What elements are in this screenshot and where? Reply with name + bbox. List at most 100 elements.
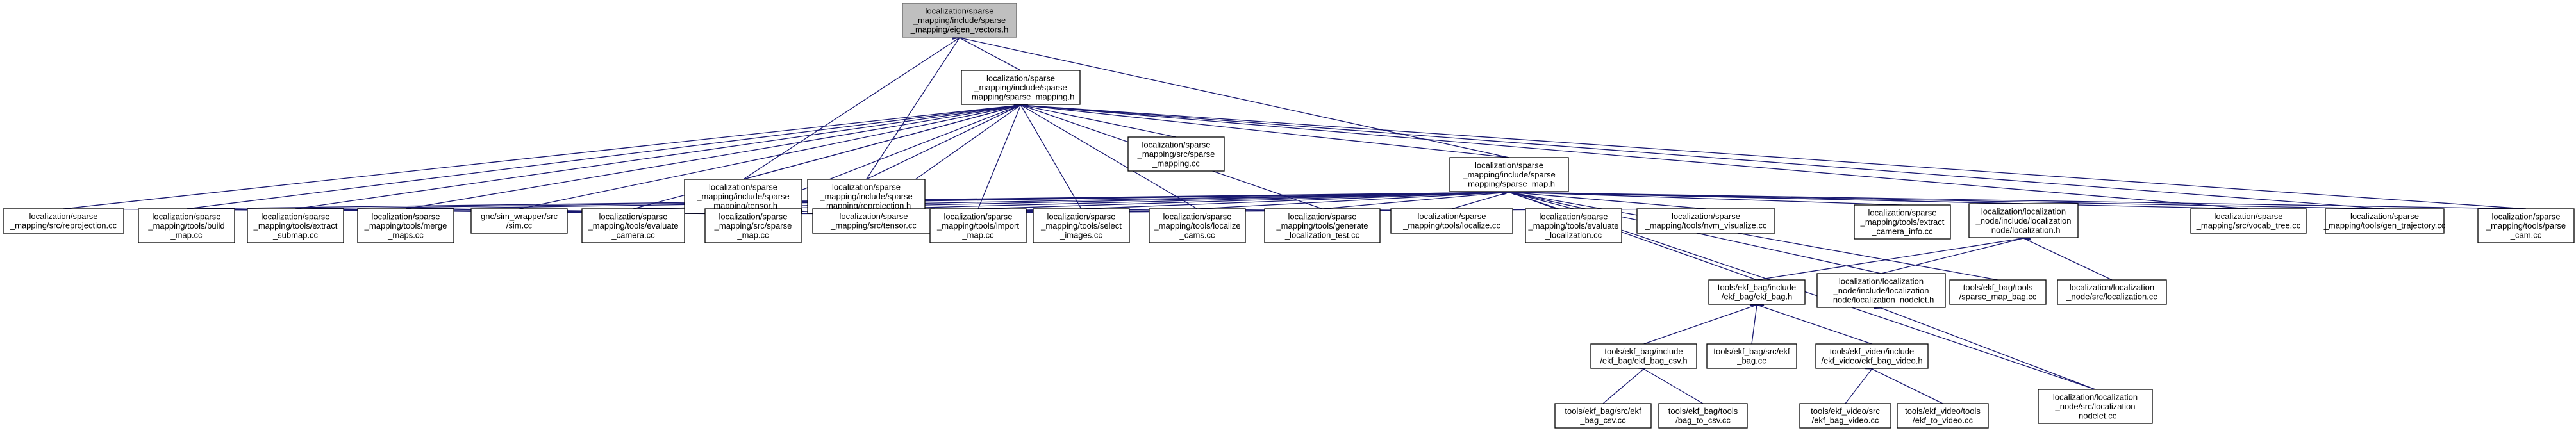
- node-label-line: _mapping/include/sparse: [819, 192, 913, 201]
- file-node-reproj-cc[interactable]: localization/sparse_mapping/src/reprojec…: [3, 208, 124, 234]
- file-node-bag-video-h[interactable]: tools/ekf_video/include/ekf_video/ekf_ba…: [1815, 343, 1929, 369]
- node-label-line: tools/ekf_bag/include: [1604, 347, 1683, 356]
- edge-loc-cams-to-sm-h: [1013, 99, 1198, 209]
- file-node-smap-cc[interactable]: localization/sparse_mapping/src/sparse_m…: [704, 208, 802, 243]
- file-node-eval-loc[interactable]: localization/sparse_mapping/tools/evalua…: [1525, 208, 1622, 243]
- node-label-line: localization/sparse: [926, 6, 994, 15]
- dependency-edge: [2016, 232, 2113, 281]
- node-label-line: _cam.cc: [2510, 230, 2542, 240]
- file-node-sim[interactable]: gnc/sim_wrapper/src/sim.cc: [470, 208, 568, 234]
- node-label-line: _map.cc: [170, 230, 203, 240]
- node-label-line: _bag.cc: [1736, 356, 1766, 366]
- node-label-line: localization/sparse: [1475, 160, 1543, 170]
- edge-extract-sub-to-sm-h: [295, 101, 1028, 209]
- file-node-merge-maps[interactable]: localization/sparse_mapping/tools/merge_…: [357, 208, 454, 243]
- node-label-line: _mapping/src/sparse: [714, 221, 792, 231]
- edge-ekf-bag-h-to-loc-h: [1756, 234, 2031, 281]
- edge-sm-h-to-eigen: [952, 31, 1021, 71]
- node-label-line: tools/ekf_bag/tools: [1963, 282, 2033, 292]
- node-label-line: /sparse_map_bag.cc: [1959, 292, 2037, 302]
- file-node-sm-h[interactable]: localization/sparse_mapping/include/spar…: [961, 70, 1081, 105]
- dependency-edge: [1874, 302, 2096, 390]
- file-node-reproj-h[interactable]: localization/sparse_mapping/include/spar…: [807, 179, 926, 214]
- node-label-line: _cams.cc: [1179, 230, 1215, 240]
- edge-select-img-to-smap-h: [1081, 188, 1517, 209]
- file-node-smcc[interactable]: localization/sparse_mapping/src/sparse_m…: [1127, 136, 1225, 172]
- node-label-line: _mapping/tools/gen_trajectory.cc: [2323, 221, 2446, 231]
- file-node-bag-csv-h[interactable]: tools/ekf_bag/include/ekf_bag/ekf_bag_cs…: [1590, 343, 1697, 369]
- file-node-nodelet-h[interactable]: localization/localization_node/include/l…: [1816, 273, 1946, 308]
- file-node-tensor-cc[interactable]: localization/sparse_mapping/src/tensor.c…: [812, 208, 935, 234]
- node-label-line: /ekf_bag/ekf_bag_csv.h: [1600, 356, 1687, 366]
- file-node-eigen: localization/sparse_mapping/include/spar…: [902, 3, 1017, 38]
- node-label-line: localization/sparse: [840, 211, 908, 221]
- file-node-ekf-bag-cc[interactable]: tools/ekf_bag/src/ekf_bag.cc: [1706, 343, 1797, 369]
- file-node-loc-h[interactable]: localization/localization_node/include/l…: [1968, 203, 2079, 238]
- edge-import-map-to-smap-h: [977, 188, 1517, 209]
- file-node-ekf-to-video[interactable]: tools/ekf_video/tools/ekf_to_video.cc: [1897, 403, 1989, 429]
- file-node-loc-cams[interactable]: localization/sparse_mapping/tools/locali…: [1149, 208, 1246, 243]
- node-box: [1815, 343, 1929, 369]
- node-box: [1636, 208, 1775, 234]
- edge-bag-to-csv-to-bag-csv-h: [1636, 363, 1704, 404]
- file-node-nvm-vis[interactable]: localization/sparse_mapping/tools/nvm_vi…: [1636, 208, 1775, 234]
- node-label-line: _camera.cc: [611, 230, 655, 240]
- node-box: [1149, 208, 1246, 243]
- file-node-nodelet-cc[interactable]: localization/localization_node/src/local…: [2038, 389, 2153, 424]
- file-node-gen-traj[interactable]: localization/sparse_mapping/tools/gen_tr…: [2323, 208, 2446, 234]
- file-node-vocab[interactable]: localization/sparse_mapping/src/vocab_tr…: [2190, 208, 2307, 234]
- node-label-line: _mapping/tools/select: [1040, 221, 1122, 231]
- node-label-line: _mapping/sparse_mapping.h: [967, 92, 1075, 101]
- node-label-line: /bag_to_csv.cc: [1675, 416, 1731, 425]
- file-node-import-map[interactable]: localization/sparse_mapping/tools/import…: [929, 208, 1027, 243]
- node-label-line: _mapping/tools/localize.cc: [1402, 221, 1500, 231]
- dependency-edge: [295, 101, 1028, 209]
- node-box: [1854, 204, 1951, 240]
- file-node-loc-cc[interactable]: localization/localization_node/src/local…: [2057, 279, 2167, 305]
- file-node-select-img[interactable]: localization/sparse_mapping/tools/select…: [1033, 208, 1130, 243]
- file-node-bag-video-cc[interactable]: tools/ekf_video/src/ekf_bag_video.cc: [1799, 403, 1891, 429]
- file-node-smap-h[interactable]: localization/sparse_mapping/include/spar…: [1449, 157, 1569, 192]
- node-label-line: _mapping/eigen_vectors.h: [910, 24, 1009, 34]
- node-box: [812, 208, 935, 234]
- node-label-line: localization/sparse: [944, 211, 1013, 221]
- file-node-localize[interactable]: localization/sparse_mapping/tools/locali…: [1390, 208, 1513, 234]
- file-node-eval-cam[interactable]: localization/sparse_mapping/tools/evalua…: [581, 208, 685, 243]
- node-label-line: _mapping/src/tensor.cc: [830, 221, 917, 231]
- node-box: [138, 208, 235, 243]
- file-node-ekf-bag-h[interactable]: tools/ekf_bag/include/ekf_bag/ekf_bag.h: [1708, 279, 1806, 305]
- node-label-line: localization/sparse: [1672, 211, 1740, 221]
- dependency-edge: [1197, 188, 1517, 209]
- node-label-line: localization/sparse: [1418, 211, 1486, 221]
- node-box: [902, 3, 1017, 38]
- node-label-line: localization/sparse: [1047, 211, 1116, 221]
- dependency-edge: [1845, 361, 1879, 404]
- node-label-line: _mapping/include/sparse: [913, 15, 1006, 25]
- edge-vocab-to-sm-h: [1013, 101, 2249, 209]
- file-node-parse-cam[interactable]: localization/sparse_mapping/tools/parse_…: [2477, 208, 2575, 243]
- file-node-extract-cam[interactable]: localization/sparse_mapping/tools/extrac…: [1854, 204, 1951, 240]
- node-label-line: _mapping.cc: [1152, 158, 1200, 168]
- node-box: [357, 208, 454, 243]
- dependency-edge: [1013, 101, 2249, 209]
- file-node-gen-loc[interactable]: localization/sparse_mapping/tools/genera…: [1264, 208, 1381, 243]
- file-node-build-map[interactable]: localization/sparse_mapping/tools/build_…: [138, 208, 235, 243]
- node-label-line: localization/localization: [2070, 282, 2154, 292]
- file-node-bag-to-csv[interactable]: tools/ekf_bag/tools/bag_to_csv.cc: [1658, 403, 1748, 429]
- dependency-edge: [519, 100, 1028, 209]
- node-box: [1127, 136, 1225, 172]
- node-box: [1799, 403, 1891, 429]
- file-node-bag-csv-cc[interactable]: tools/ekf_bag/src/ekf_bag_csv.cc: [1554, 403, 1652, 429]
- file-node-extract-sub[interactable]: localization/sparse_mapping/tools/extrac…: [247, 208, 344, 243]
- file-node-tensor-h[interactable]: localization/sparse_mapping/include/spar…: [684, 179, 802, 214]
- file-node-smap-bag[interactable]: tools/ekf_bag/tools/sparse_map_bag.cc: [1949, 279, 2047, 305]
- dependency-edge: [1322, 188, 1517, 209]
- node-label-line: _mapping/tools/nvm_visualize.cc: [1644, 221, 1767, 231]
- node-label-line: _mapping/include/sparse: [974, 83, 1067, 92]
- node-label-line: localization/sparse: [2215, 211, 2283, 221]
- edge-bag-csv-h-to-ekf-bag-h: [1643, 299, 1765, 345]
- dependency-edge: [405, 188, 1516, 209]
- node-label-line: /ekf_to_video.cc: [1913, 416, 1973, 425]
- dependency-edge: [1502, 187, 1574, 209]
